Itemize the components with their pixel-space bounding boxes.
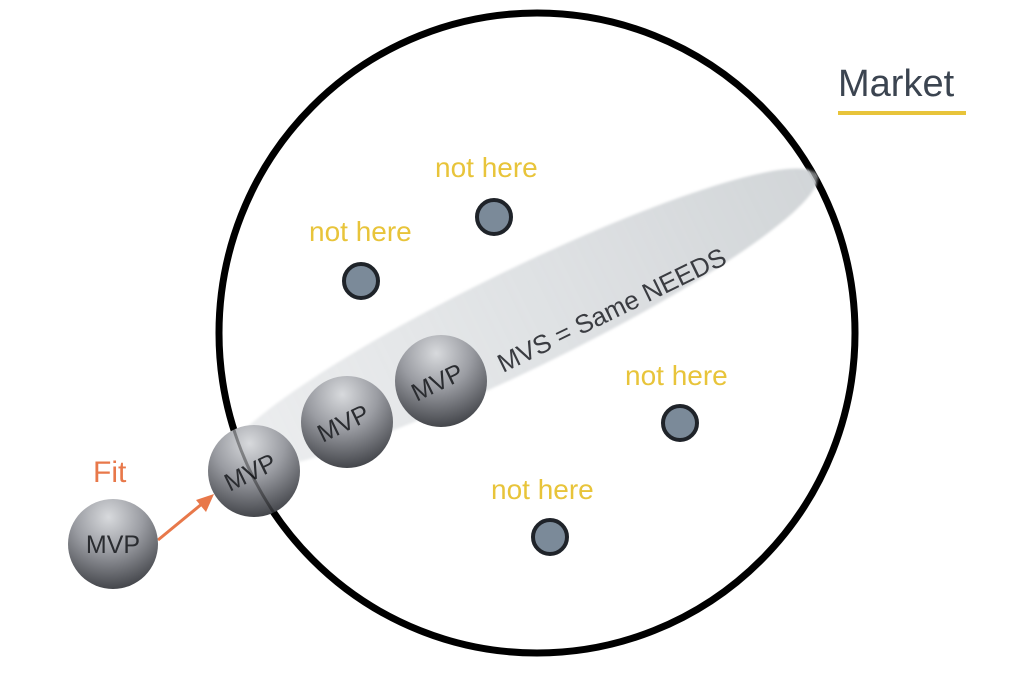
mvp-sphere-outside: MVP — [68, 499, 158, 589]
market-title-underline — [838, 111, 966, 115]
market-dot-2 — [342, 262, 380, 300]
not-here-label-1: not here — [435, 152, 538, 183]
not-here-label-3: not here — [625, 360, 728, 391]
market-dot-4 — [531, 518, 569, 556]
market-dot-1 — [475, 198, 513, 236]
market-circle-overlay — [217, 11, 857, 655]
mvp-sphere-3: MVP — [395, 335, 487, 427]
fit-label: Fit — [93, 456, 127, 489]
not-here-label-4: not here — [491, 474, 594, 505]
mvp-sphere-2: MVP — [301, 376, 393, 468]
market-dot-3 — [661, 404, 699, 442]
mvp-sphere-1: MVP — [208, 425, 300, 517]
market-title: Market — [838, 63, 955, 105]
market-circle — [215, 9, 859, 657]
not-here-label-2: not here — [309, 216, 412, 247]
mvp-label: MVP — [86, 531, 140, 559]
fit-arrow — [157, 494, 214, 542]
mvs-beam — [222, 168, 818, 472]
